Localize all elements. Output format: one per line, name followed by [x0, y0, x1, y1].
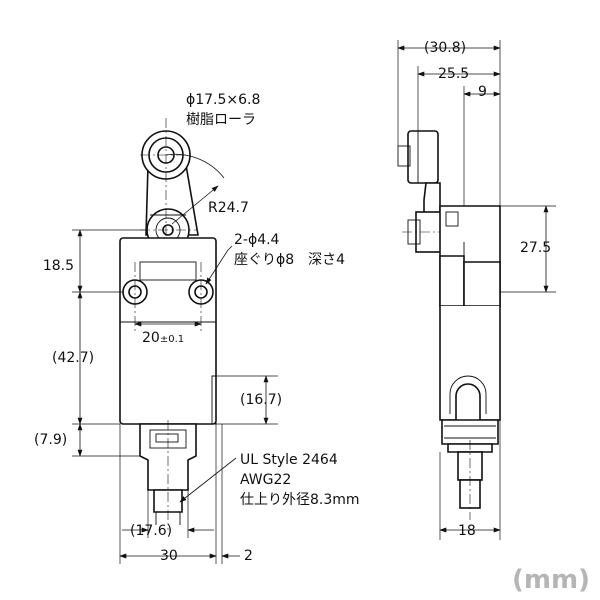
mounting-hole-left — [122, 279, 148, 305]
dim-18-label: 18 — [458, 523, 476, 539]
cable-spec-line3: 仕上り外径8.3mm — [240, 492, 360, 508]
side-roller — [407, 130, 439, 184]
counterbore-label: 座ぐりϕ8 深さ4 — [234, 252, 345, 268]
dim-27-5-label: 27.5 — [520, 240, 551, 256]
dim-16-7-label: (16.7) — [240, 392, 282, 408]
front-view — [119, 118, 237, 530]
dim-2-label: 2 — [244, 548, 253, 564]
unit-label: (mm) — [512, 565, 590, 595]
dim-30-label: 30 — [160, 548, 178, 564]
hole-pitch-label: 20±0.1 — [142, 330, 184, 346]
dim-30-8-label: (30.8) — [424, 40, 466, 56]
side-bend — [439, 306, 501, 421]
cable-spec-line1: UL Style 2464 — [240, 452, 338, 468]
side-dimensions — [397, 40, 556, 540]
front-dimensions — [72, 229, 278, 564]
dim-18-5-label: 18.5 — [43, 258, 74, 274]
dim-25-5-label: 25.5 — [438, 66, 469, 82]
side-view — [397, 130, 501, 520]
roller-material-label: 樹脂ローラ — [186, 112, 256, 128]
holes-spec-label: 2-ϕ4.4 — [234, 232, 280, 248]
radius-arc — [165, 153, 225, 179]
dim-42-7-label: (42.7) — [52, 350, 94, 366]
dim-9-label: 9 — [478, 84, 487, 100]
dim-7-9-label: (7.9) — [34, 432, 67, 448]
roller-spec-label: ϕ17.5×6.8 — [186, 92, 260, 108]
cable-spec-line2: AWG22 — [240, 472, 291, 488]
radius-label: R24.7 — [208, 200, 249, 216]
dim-17-6-label: (17.6) — [130, 523, 172, 539]
switch-housing — [119, 237, 217, 425]
